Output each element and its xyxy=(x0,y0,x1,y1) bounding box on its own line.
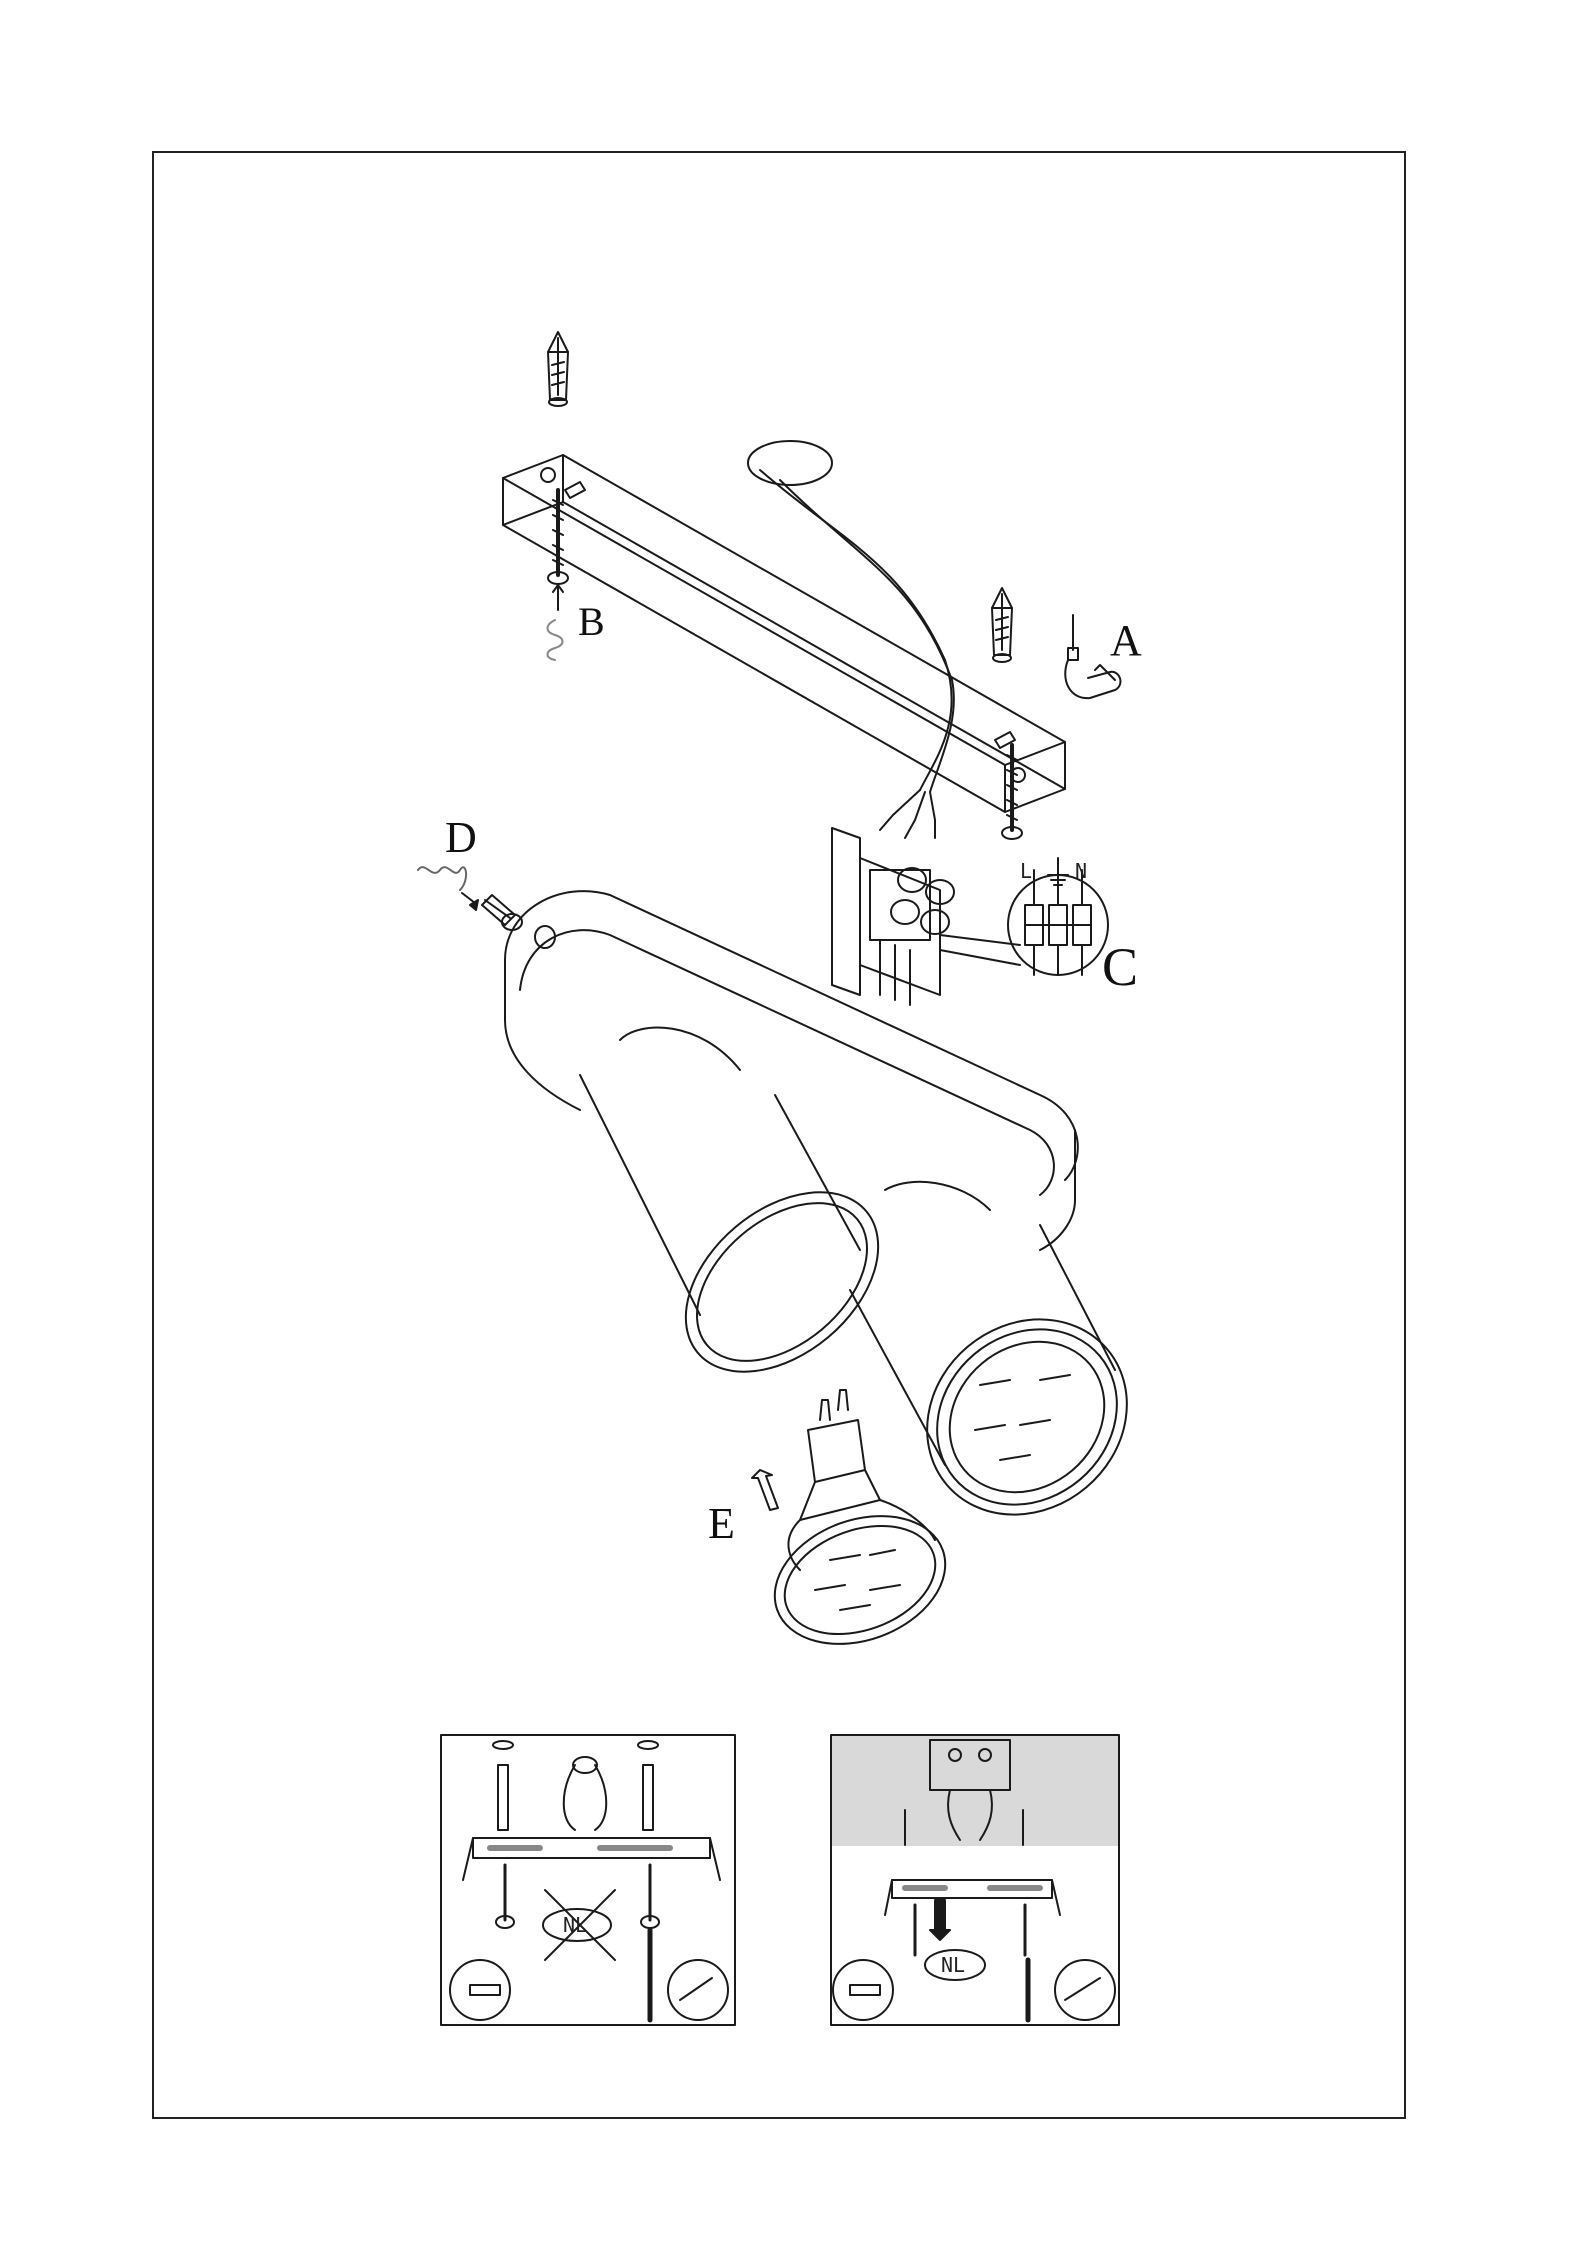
wall-plug-right xyxy=(992,588,1012,662)
terminal-label-neutral: N xyxy=(1075,859,1087,883)
screw-left xyxy=(548,490,569,660)
instruction-panel-right xyxy=(831,1735,1119,2025)
wall-plug-left xyxy=(548,332,568,406)
earth-ground-icon xyxy=(1048,858,1068,885)
label-c: C xyxy=(1102,937,1138,997)
nl-badge-right: NL xyxy=(941,1953,965,1977)
gu10-lamp-e xyxy=(757,1390,963,1666)
insert-arrow-icon xyxy=(752,1470,778,1510)
instruction-panel-left xyxy=(441,1735,735,2025)
label-b: B xyxy=(578,599,605,644)
label-a: A xyxy=(1110,616,1142,665)
label-d: D xyxy=(445,813,477,862)
nl-badge-left: NL xyxy=(563,1913,587,1937)
terminal-label-live: L xyxy=(1020,859,1032,883)
spotlight-tube-lower xyxy=(850,1182,1167,1555)
supply-cable xyxy=(748,441,954,838)
terminal-block xyxy=(832,828,1020,1005)
spotlight-tube-upper xyxy=(580,1028,913,1408)
screw-d xyxy=(418,867,522,930)
label-e: E xyxy=(708,1499,735,1548)
